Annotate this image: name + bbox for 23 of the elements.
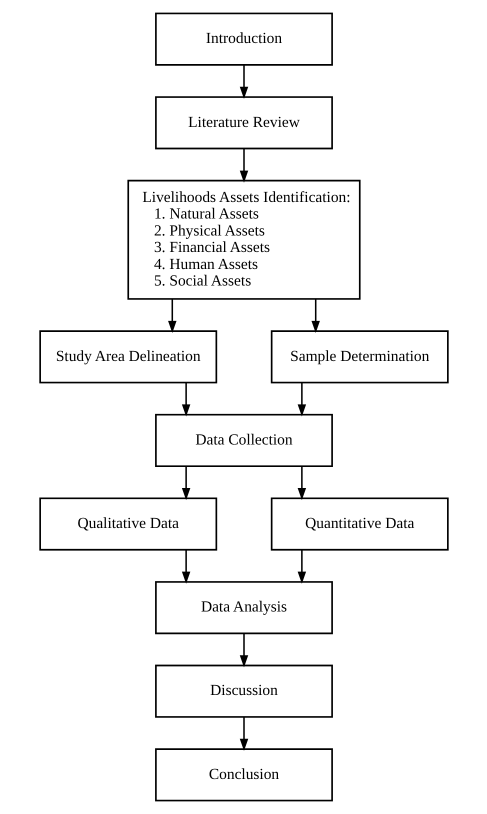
node-box: Conclusion (154, 748, 332, 802)
node-box: Study Area Delineation (38, 330, 217, 384)
arrow (181, 550, 190, 584)
arrow (239, 634, 248, 668)
arrow (297, 550, 306, 584)
arrow (168, 299, 176, 333)
arrow (239, 65, 248, 99)
node-box: Sample Determination (270, 330, 448, 384)
node-box: Discussion (154, 664, 332, 718)
arrow (181, 466, 190, 500)
node-box: Quantitative Data (270, 497, 448, 551)
node-box: Data Analysis (154, 581, 332, 634)
arrow (310, 299, 320, 333)
arrow (181, 382, 190, 417)
arrow (297, 466, 306, 500)
node-box: Livelihoods Assets Identification: 1. Natural Assets 2. Physical Assets 3. Financial Assets 4. Human Assets 5. Social Assets (126, 180, 360, 300)
arrow (239, 148, 248, 183)
arrow (297, 382, 306, 417)
node-box: Qualitative Data (38, 497, 217, 551)
node-box: Data Collection (154, 414, 332, 467)
node-box: Introduction (154, 12, 332, 66)
arrow (239, 717, 248, 751)
node-box: Literature Review (154, 96, 332, 150)
